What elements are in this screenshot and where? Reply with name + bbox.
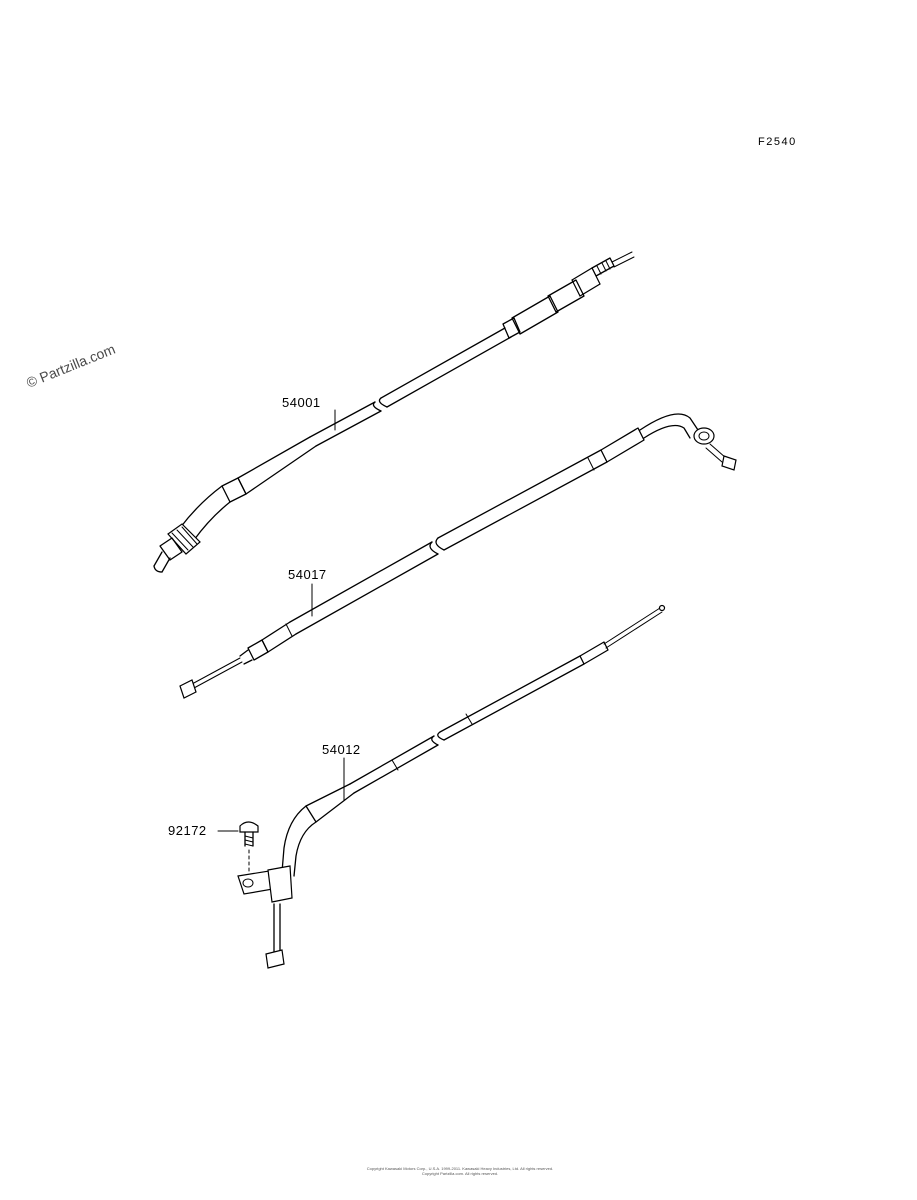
cable-54017 (179, 413, 737, 699)
copyright-line-1: Copyright Kawasaki Motors Corp., U.S.A. … (366, 1166, 554, 1171)
cable-54012 (237, 604, 666, 969)
figure-code: F2540 (758, 136, 797, 148)
copyright-line-2: Copyright Partzilla.com. All rights rese… (421, 1171, 499, 1176)
copyright-notice: Copyright Kawasaki Motors Corp., U.S.A. … (340, 1166, 580, 1176)
part-number-54012: 54012 (322, 742, 361, 757)
part-number-92172: 92172 (168, 823, 207, 838)
leader-lines (217, 409, 345, 832)
part-number-54001: 54001 (282, 395, 321, 410)
cable-54001 (153, 251, 635, 573)
part-number-54017: 54017 (288, 567, 327, 582)
